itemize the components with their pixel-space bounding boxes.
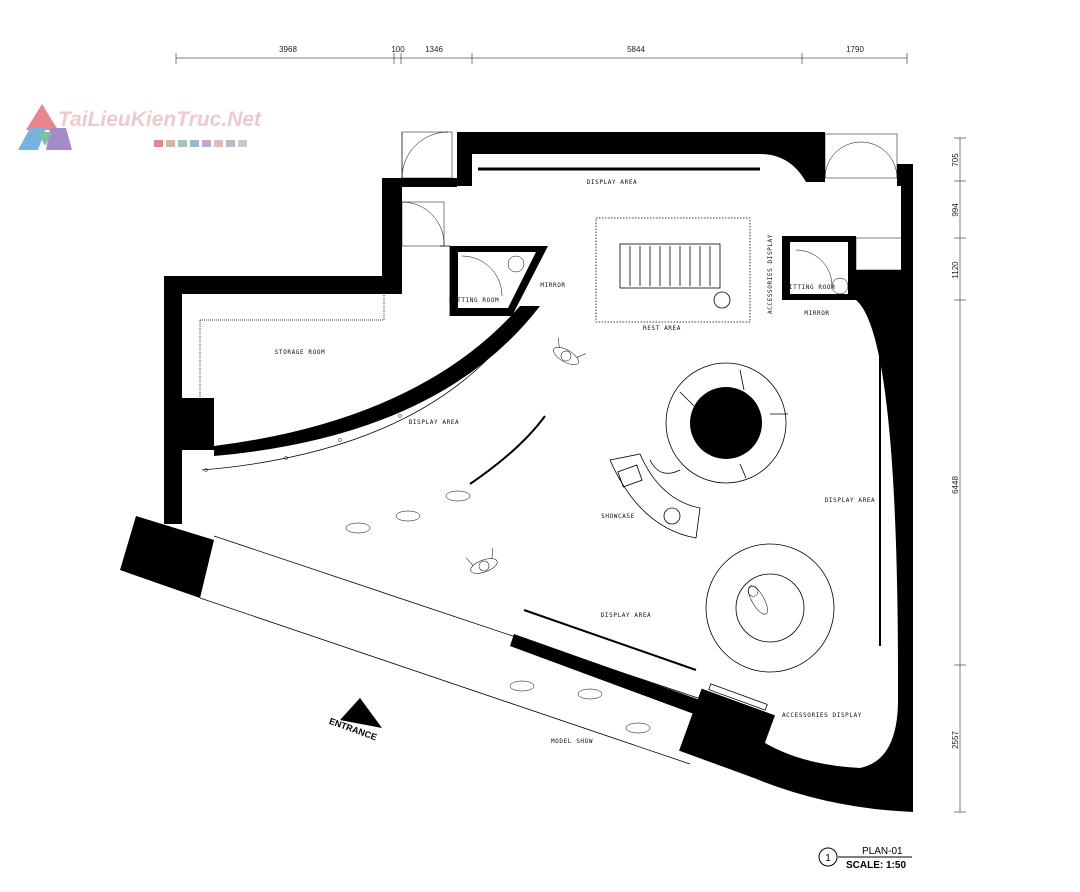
label-mirror-right: MIRROR <box>804 310 829 317</box>
label-display-area-left: DISPLAY AREA <box>409 419 460 426</box>
dim-top-4: 5844 <box>627 45 645 54</box>
dim-right-1: 705 <box>951 153 960 167</box>
interior-lines <box>195 167 881 765</box>
walls <box>120 132 913 812</box>
watermark-color-bar <box>154 140 247 147</box>
dim-top-2: 100 <box>391 45 405 54</box>
dim-right-3: 1120 <box>951 261 960 279</box>
title-block: 1 PLAN-01 SCALE: 1:50 <box>818 846 912 871</box>
label-fitting-room-left: FITTING ROOM <box>449 297 500 304</box>
shoe-prints <box>345 490 651 734</box>
watermark-logo: TaiLieuKienTruc.Net <box>18 104 262 150</box>
dim-top-5: 1790 <box>846 45 864 54</box>
label-model-show: MODEL SHOW <box>551 738 593 745</box>
dim-top-3: 1346 <box>425 45 443 54</box>
plan-number: 1 <box>825 853 831 864</box>
label-fitting-room-right: FITTING ROOM <box>785 284 836 291</box>
label-showcase: SHOWCASE <box>601 513 635 520</box>
label-storage-room: STORAGE ROOM <box>275 349 326 356</box>
person-symbol-1 <box>553 337 586 365</box>
label-rest-area: REST AREA <box>643 325 681 332</box>
top-dimension-line: 3968 100 1346 5844 1790 <box>175 45 908 64</box>
watermark-text: TaiLieuKienTruc.Net <box>58 108 262 131</box>
dim-right-4: 6448 <box>951 476 960 494</box>
dim-right-5: 2557 <box>951 731 960 749</box>
label-display-area-bottom: DISPLAY AREA <box>601 612 652 619</box>
right-dimension-line: 705 994 1120 6448 2557 <box>951 137 966 813</box>
label-accessories-display-bottom: ACCESSORIES DISPLAY <box>782 712 862 719</box>
rail-dots <box>204 332 512 472</box>
plan-scale: SCALE: 1:50 <box>846 860 906 871</box>
doors <box>401 131 903 297</box>
person-symbol-2 <box>465 548 498 574</box>
dim-top-1: 3968 <box>279 45 297 54</box>
label-accessories-display-vertical: ACCESSORIES DISPLAY <box>767 234 774 314</box>
label-display-area-top: DISPLAY AREA <box>587 179 638 186</box>
dim-right-2: 994 <box>951 203 960 217</box>
entrance-arrow-icon <box>340 698 382 728</box>
plan-name: PLAN-01 <box>862 846 903 857</box>
figure-symbols <box>204 332 768 734</box>
label-display-area-right: DISPLAY AREA <box>825 497 876 504</box>
label-mirror-left: MIRROR <box>540 282 565 289</box>
person-symbol-3 <box>747 585 768 615</box>
